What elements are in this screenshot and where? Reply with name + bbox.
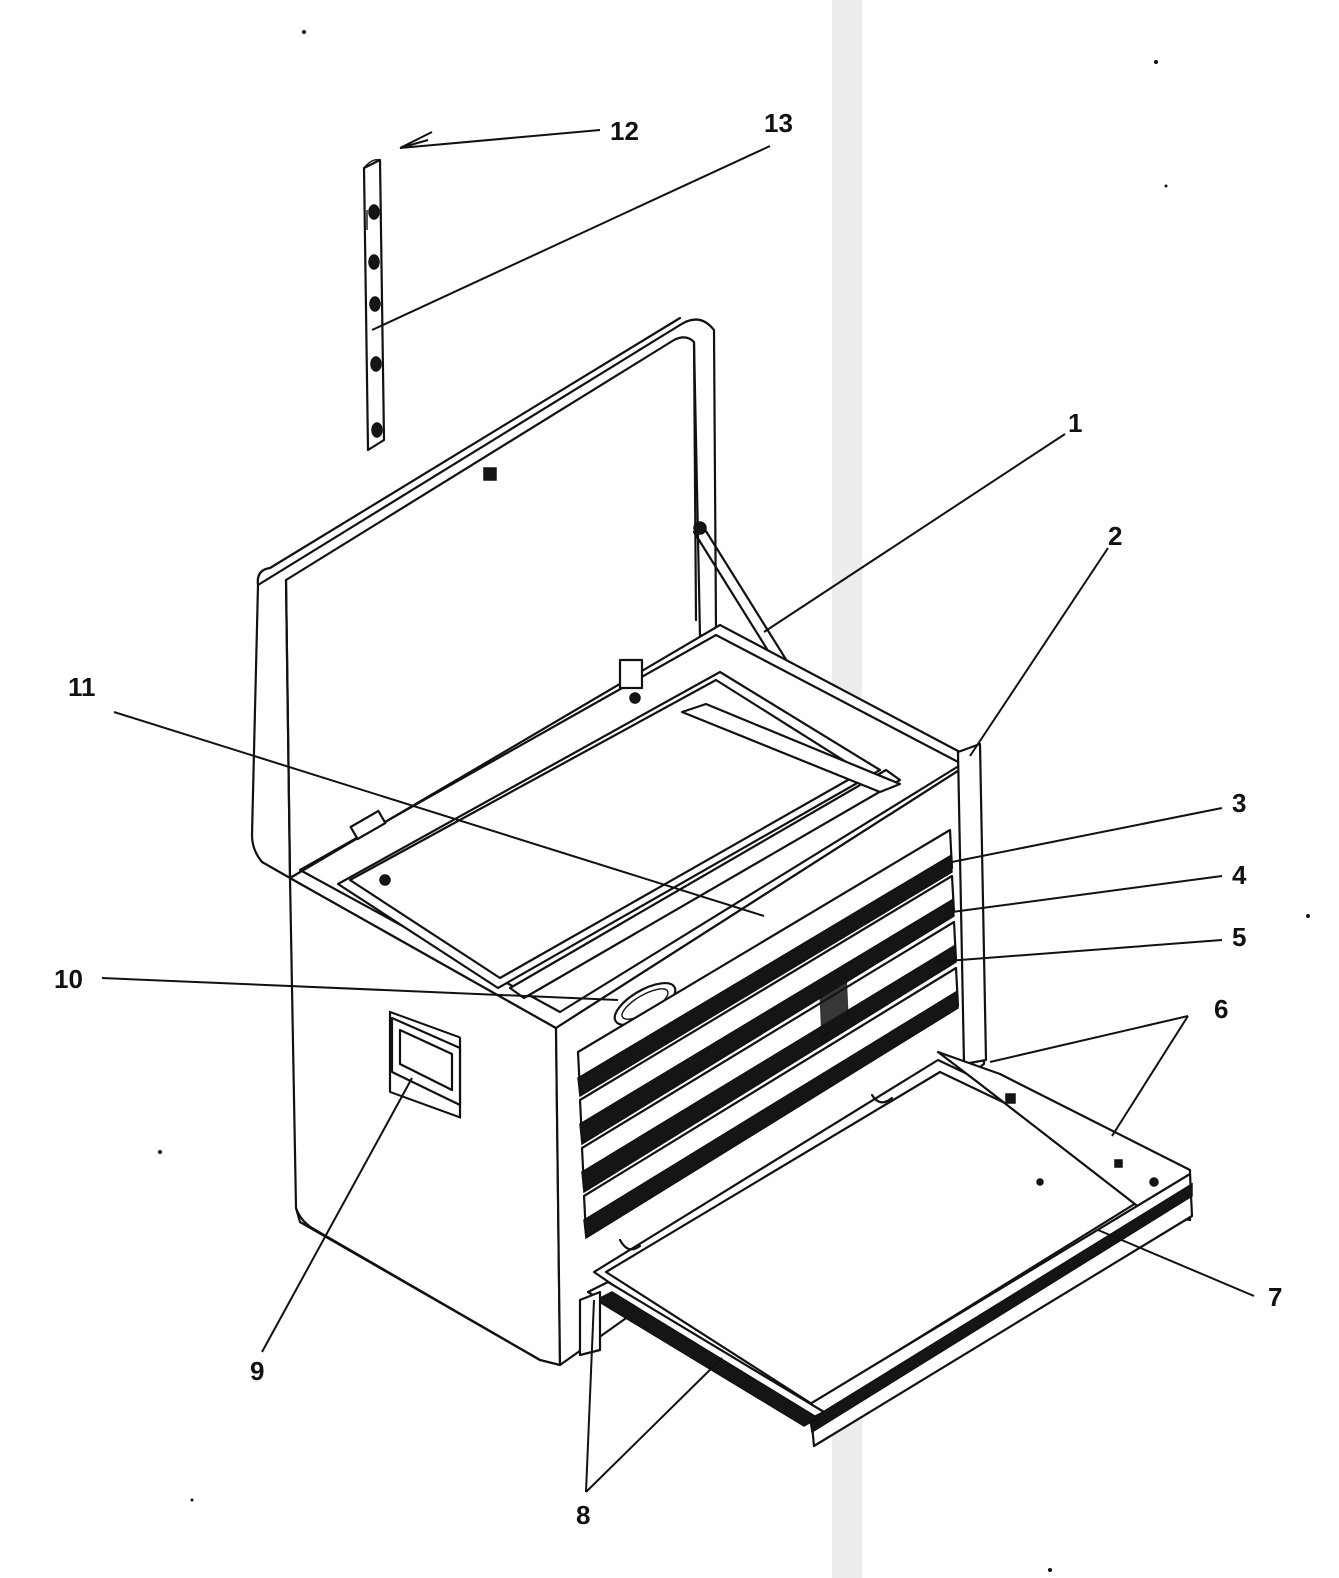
callout-labels: 12 13 1 2 3 4 5 6 7 8 9 10 11 xyxy=(54,108,1282,1530)
callout-3: 3 xyxy=(1232,788,1246,818)
scan-specks xyxy=(158,30,1310,1572)
callout-10: 10 xyxy=(54,964,83,994)
chest-body xyxy=(288,623,988,1367)
leader-lines xyxy=(101,129,1255,1493)
hinge-strip xyxy=(362,158,386,452)
callout-2: 2 xyxy=(1108,521,1122,551)
callout-13: 13 xyxy=(764,108,793,138)
open-drawer xyxy=(578,1050,1194,1448)
callout-1: 1 xyxy=(1068,408,1082,438)
callout-8: 8 xyxy=(576,1500,590,1530)
chest-lid xyxy=(250,316,822,880)
callout-9: 9 xyxy=(250,1356,264,1386)
callout-12: 12 xyxy=(610,116,639,146)
callout-11: 11 xyxy=(68,672,96,702)
callout-7: 7 xyxy=(1268,1282,1282,1312)
callout-4: 4 xyxy=(1232,860,1247,890)
callout-6: 6 xyxy=(1214,994,1228,1024)
callout-5: 5 xyxy=(1232,922,1246,952)
